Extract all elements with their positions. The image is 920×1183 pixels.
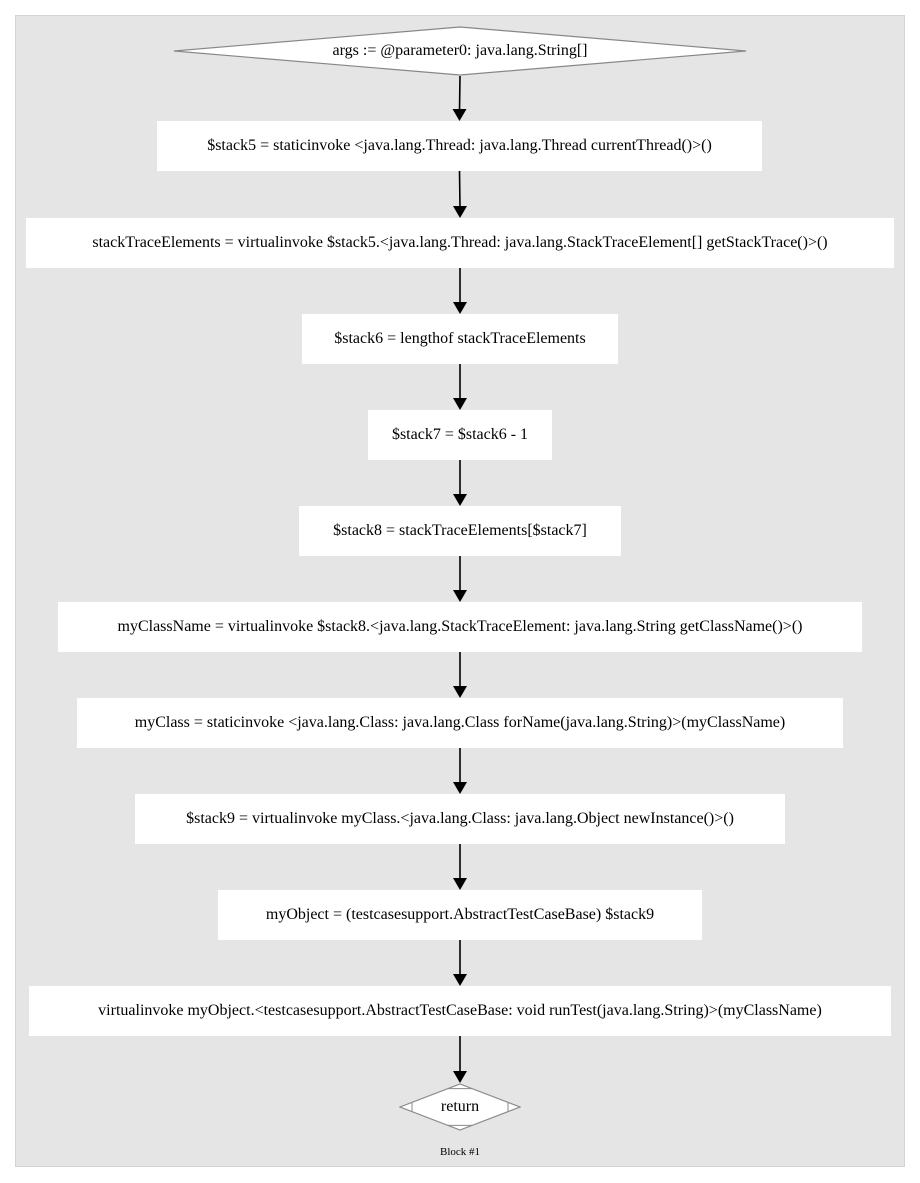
- node-label: $stack7 = $stack6 - 1: [391, 426, 529, 443]
- node-label: $stack5 = staticinvoke <java.lang.Thread…: [207, 137, 712, 154]
- node-my-class-name[interactable]: myClassName = virtualinvoke $stack8.<jav…: [58, 602, 862, 652]
- node-return[interactable]: return: [399, 1083, 521, 1131]
- node-label: args := @parameter0: java.lang.String[]: [332, 42, 588, 59]
- edge-arrowhead: [453, 1071, 467, 1083]
- node-stack7-minus-one[interactable]: $stack7 = $stack6 - 1: [368, 410, 552, 460]
- terminal-diamond-shape: [399, 1083, 521, 1131]
- edge-line: [458, 75, 461, 112]
- edge-arrowhead: [453, 494, 467, 506]
- edge-n6-n7: [453, 652, 467, 698]
- edge-arrowhead: [453, 206, 467, 218]
- node-label: $stack6 = lengthof stackTraceElements: [334, 330, 586, 347]
- node-label: myClassName = virtualinvoke $stack8.<jav…: [117, 618, 803, 635]
- edge-n1-n2: [453, 170, 467, 218]
- node-label: virtualinvoke myObject.<testcasesupport.…: [98, 1002, 822, 1019]
- node-stack-trace-elements[interactable]: stackTraceElements = virtualinvoke $stac…: [26, 218, 894, 268]
- block-label: Block #1: [439, 1146, 481, 1158]
- node-label: return: [440, 1098, 480, 1115]
- edge-arrowhead: [453, 974, 467, 986]
- diamond-shape: [173, 26, 747, 76]
- node-stack6-lengthof[interactable]: $stack6 = lengthof stackTraceElements: [302, 314, 618, 364]
- edge-n7-n8: [453, 748, 467, 794]
- edge-n4-n5: [453, 460, 467, 506]
- edge-n8-n9: [453, 844, 467, 890]
- node-label: myClass = staticinvoke <java.lang.Class:…: [134, 714, 786, 731]
- edge-n9-n10: [453, 940, 467, 986]
- edge-n5-n6: [453, 556, 467, 602]
- edge-arrowhead: [452, 109, 467, 121]
- edge-n10-n11: [453, 1036, 467, 1083]
- edge-arrowhead: [453, 302, 467, 314]
- edge-arrowhead: [453, 878, 467, 890]
- edge-line: [458, 170, 461, 209]
- node-args-parameter[interactable]: args := @parameter0: java.lang.String[]: [173, 26, 747, 76]
- edge-arrowhead: [453, 782, 467, 794]
- node-run-test[interactable]: virtualinvoke myObject.<testcasesupport.…: [29, 986, 891, 1036]
- node-label: $stack8 = stackTraceElements[$stack7]: [333, 522, 587, 539]
- edge-n0-n1: [452, 75, 467, 121]
- node-stack8-array-access[interactable]: $stack8 = stackTraceElements[$stack7]: [299, 506, 621, 556]
- node-my-class-for-name[interactable]: myClass = staticinvoke <java.lang.Class:…: [77, 698, 843, 748]
- edge-arrowhead: [453, 590, 467, 602]
- edge-n2-n3: [453, 268, 467, 314]
- node-stack9-new-instance[interactable]: $stack9 = virtualinvoke myClass.<java.la…: [135, 794, 785, 844]
- edge-n3-n4: [453, 364, 467, 410]
- node-my-object-cast[interactable]: myObject = (testcasesupport.AbstractTest…: [218, 890, 702, 940]
- edge-arrowhead: [453, 398, 467, 410]
- node-label: myObject = (testcasesupport.AbstractTest…: [265, 906, 655, 923]
- node-label: $stack9 = virtualinvoke myClass.<java.la…: [186, 810, 734, 827]
- edge-arrowhead: [453, 686, 467, 698]
- node-stack5-current-thread[interactable]: $stack5 = staticinvoke <java.lang.Thread…: [157, 121, 762, 171]
- node-label: stackTraceElements = virtualinvoke $stac…: [92, 234, 828, 251]
